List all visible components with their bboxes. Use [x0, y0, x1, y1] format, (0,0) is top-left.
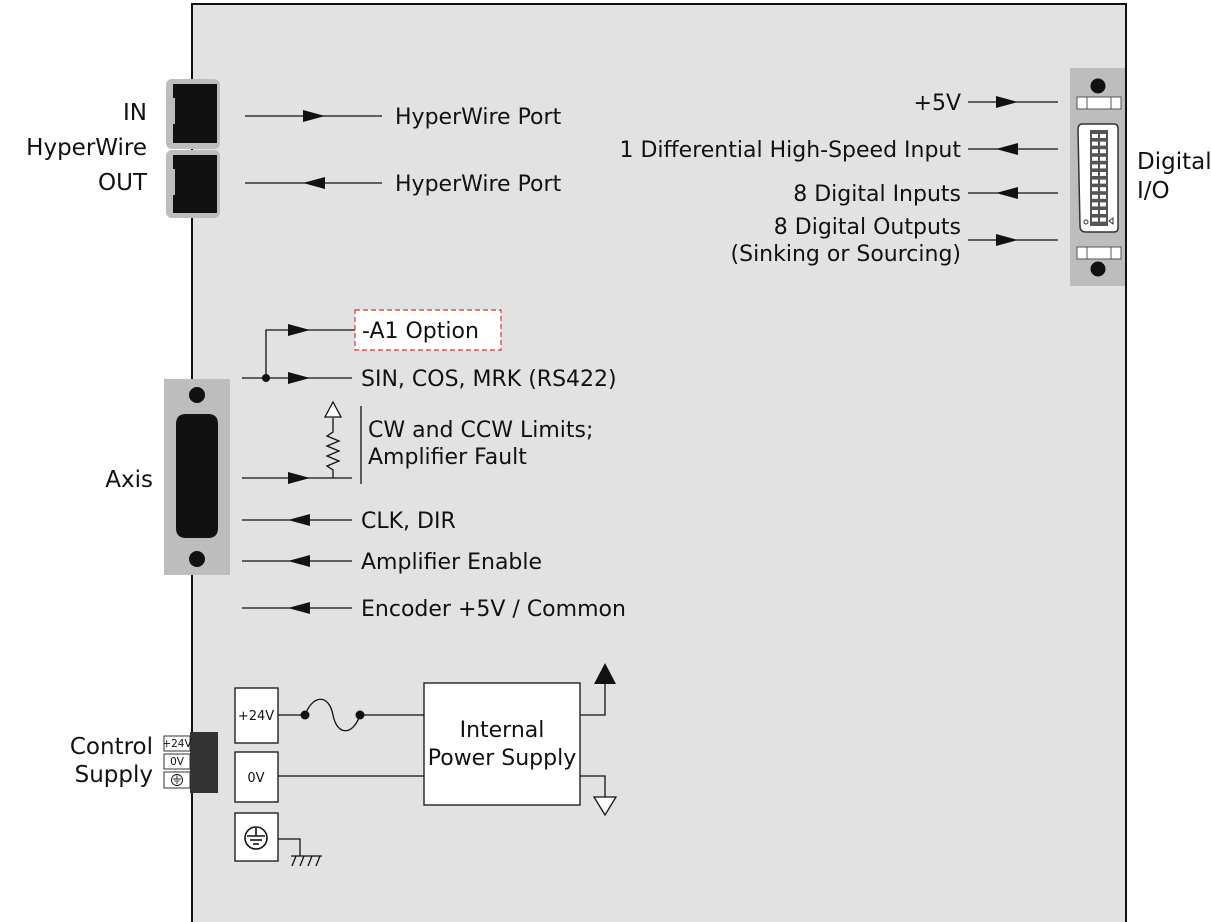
connector-pin — [1092, 156, 1098, 161]
hyperwire-in-port — [166, 79, 220, 149]
connector-pin — [1092, 210, 1098, 214]
connector-pin — [1092, 217, 1098, 222]
terminal-ground-icon — [244, 826, 268, 850]
amp-enable-arrow — [288, 555, 310, 567]
connector-pin — [1092, 187, 1098, 192]
a1-option-box — [354, 309, 502, 351]
control-supply-title-line1: Control — [70, 734, 153, 760]
connector-pin — [1100, 194, 1106, 199]
connector-pin — [1092, 134, 1098, 138]
psu-label-line1: Internal — [460, 718, 545, 743]
sin-cos-arrow — [288, 372, 310, 384]
connector-pin — [1100, 134, 1106, 138]
terminal-0v-box — [234, 751, 279, 803]
digital-outputs-label-line2: (Sinking or Sourcing) — [731, 242, 961, 267]
digital-io-title-line1: Digital — [1137, 149, 1211, 175]
connector-pin — [1100, 141, 1106, 146]
psu-common-wire — [580, 775, 606, 797]
encoder-label: Encoder +5V / Common — [361, 597, 626, 622]
connector-pin — [1100, 187, 1106, 192]
a1-option-label: -A1 Option — [362, 319, 479, 344]
connector-pin — [1092, 172, 1098, 176]
connector-pin — [1100, 202, 1106, 207]
a1-option-branch-line — [265, 329, 355, 378]
connector-pin — [1092, 141, 1098, 146]
connector-pin — [1092, 164, 1098, 169]
psu-common-ground-icon — [592, 796, 618, 817]
digital-outputs-label-line1: 8 Digital Outputs — [774, 215, 961, 240]
chassis-ground-wire — [278, 838, 301, 856]
digital-inputs-arrow — [996, 187, 1018, 199]
limits-label-line2: Amplifier Fault — [368, 445, 527, 470]
hyperwire-in-label: IN — [123, 100, 147, 126]
clk-dir-arrow — [288, 514, 310, 526]
chassis-ground-icon — [291, 855, 322, 867]
amp-enable-label: Amplifier Enable — [361, 550, 542, 575]
diff-input-arrow — [996, 143, 1018, 155]
connector-pin — [1100, 164, 1106, 169]
sin-cos-label: SIN, COS, MRK (RS422) — [361, 367, 617, 392]
axis-title: Axis — [105, 467, 153, 493]
hyperwire-in-arrow — [303, 110, 325, 122]
internal-power-supply-box — [423, 682, 581, 806]
clk-dir-label: CLK, DIR — [361, 509, 456, 534]
plus5v-arrow — [996, 96, 1018, 108]
hyperwire-out-label: OUT — [98, 170, 148, 196]
digital-inputs-label: 8 Digital Inputs — [793, 182, 961, 207]
terminal-ground-box — [234, 812, 279, 862]
connector-pin — [1100, 217, 1106, 222]
digital-outputs-arrow — [996, 234, 1018, 246]
limits-label-line1: CW and CCW Limits; — [368, 418, 593, 443]
psu-label-line2: Power Supply — [428, 746, 576, 771]
terminal-24v-box — [234, 687, 279, 744]
hyperwire-out-arrow — [303, 177, 325, 189]
connector-pin — [1100, 149, 1106, 154]
plus5v-label: +5V — [914, 91, 961, 116]
digital-io-connector — [1070, 68, 1125, 286]
control-supply-plug: +24V 0V — [162, 732, 218, 793]
connector-pin — [1092, 179, 1098, 184]
connector-pin — [1092, 194, 1098, 199]
limits-arrow — [288, 472, 310, 484]
encoder-arrow — [288, 602, 310, 614]
hyperwire-title-label: HyperWire — [26, 135, 147, 161]
control-supply-title-line2: Supply — [75, 762, 153, 788]
terminal-24v-label: +24V — [238, 709, 274, 724]
hyperwire-in-port-label: HyperWire Port — [395, 105, 562, 130]
diff-input-label: 1 Differential High-Speed Input — [619, 138, 961, 163]
hyperwire-out-port — [166, 150, 220, 218]
connector-pin — [1100, 179, 1106, 184]
axis-connector — [164, 379, 230, 575]
plug-ground-icon — [171, 774, 183, 786]
pullup-supply-icon — [323, 400, 343, 418]
a1-option-arrow — [288, 324, 310, 336]
connector-pin — [1092, 202, 1098, 207]
pullup-resistor — [325, 418, 341, 478]
digital-io-pins — [1092, 134, 1106, 222]
fuse-icon — [304, 698, 361, 732]
plug-0v-label: 0V — [170, 756, 185, 768]
psu-output-wire — [580, 683, 606, 716]
connector-pin — [1100, 156, 1106, 161]
connector-pin — [1100, 210, 1106, 214]
digital-io-title-line2: I/O — [1137, 178, 1170, 204]
hyperwire-out-port-label: HyperWire Port — [395, 172, 562, 197]
connector-pin — [1092, 149, 1098, 154]
connector-pin — [1100, 172, 1106, 176]
plug-24v-label: +24V — [162, 738, 192, 750]
controller-panel — [191, 3, 1127, 922]
psu-output-supply-icon — [594, 663, 616, 684]
terminal-0v-label: 0V — [247, 771, 264, 786]
